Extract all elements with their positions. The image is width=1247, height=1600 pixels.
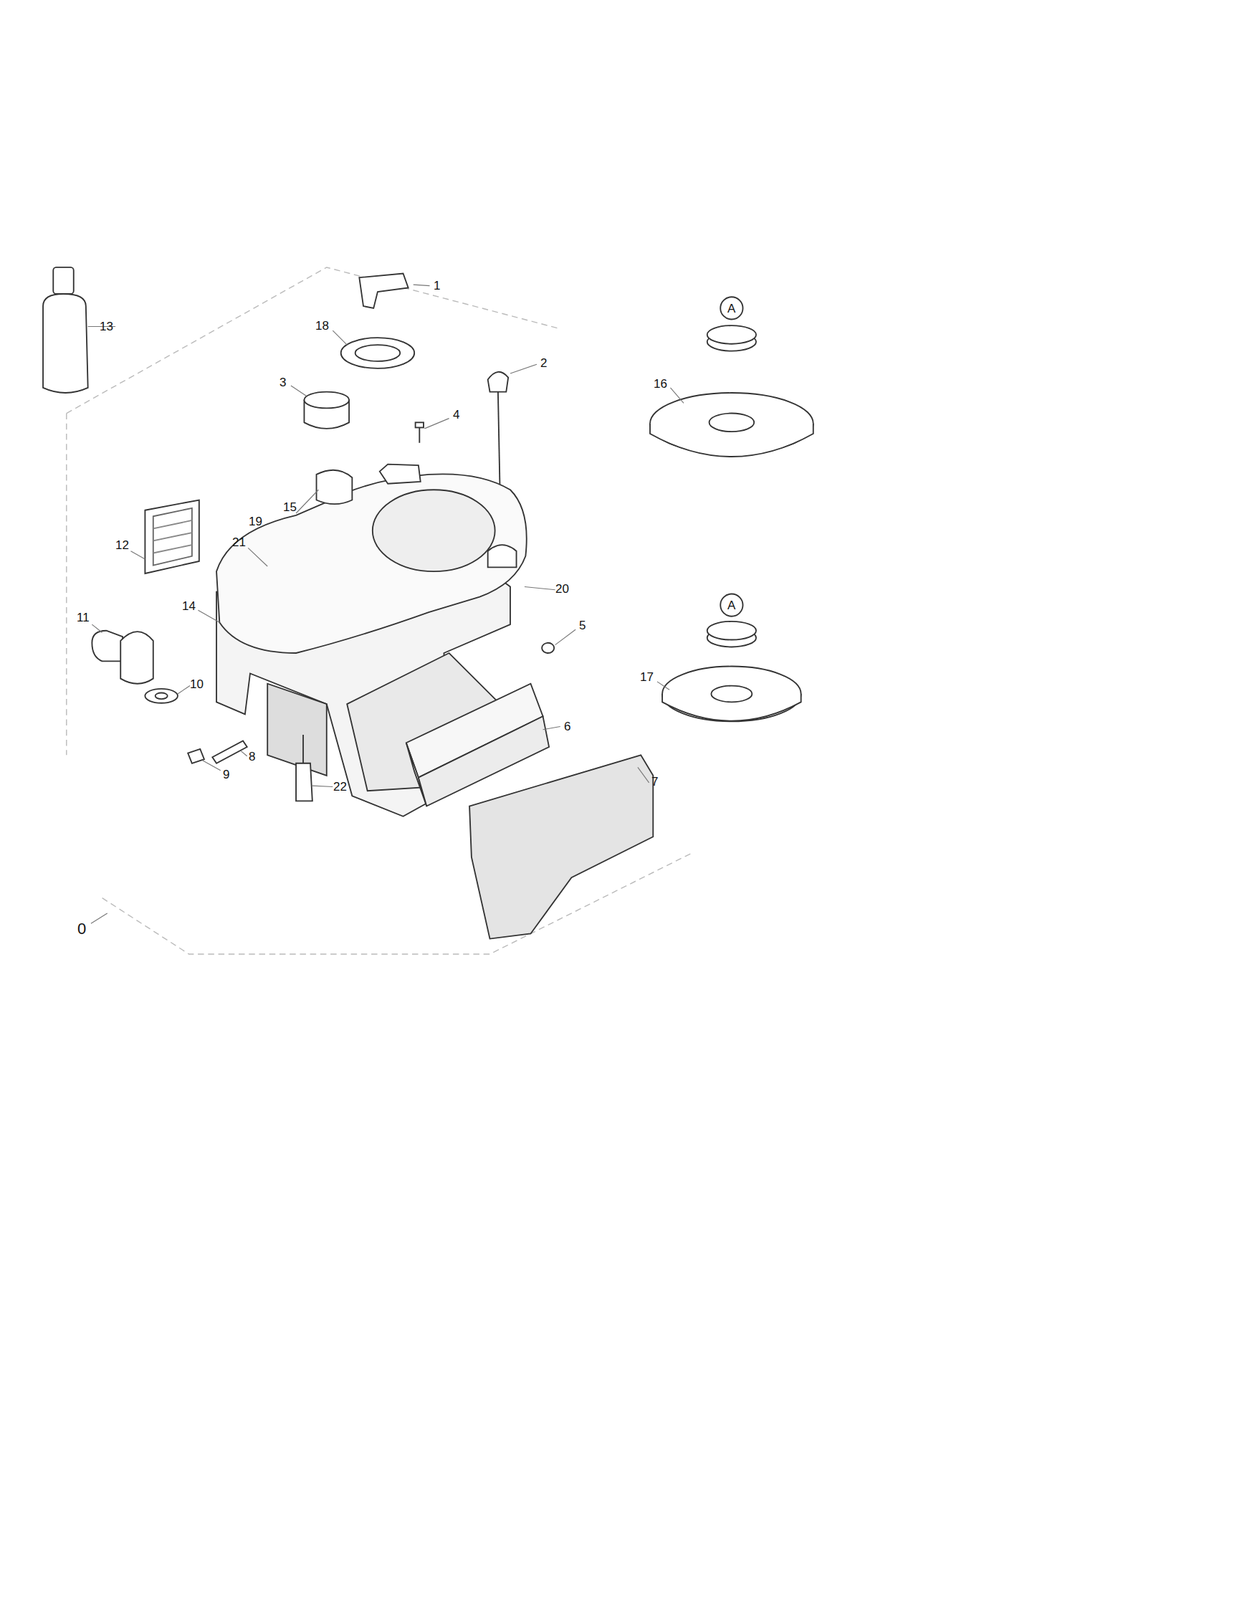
callout-number: 12 xyxy=(115,538,129,552)
callout-number: 17 xyxy=(639,670,654,683)
callout-number: 16 xyxy=(653,377,668,390)
callout-number: 13 xyxy=(99,320,114,333)
callout-number: 19 xyxy=(248,515,263,528)
callout-number: 2 xyxy=(540,356,547,370)
callout-number: 0 xyxy=(77,920,86,937)
callout-number: 10 xyxy=(189,677,204,691)
callout-number: 3 xyxy=(279,376,286,389)
callout-number: 11 xyxy=(76,611,90,624)
callout-number: 6 xyxy=(564,720,571,733)
callout-number: 21 xyxy=(232,536,246,549)
callout-number: 20 xyxy=(555,582,570,595)
callout-number: 4 xyxy=(452,408,460,421)
callout-number: 5 xyxy=(579,619,586,632)
callout-number: 15 xyxy=(283,500,297,514)
callout-number: 22 xyxy=(333,780,347,793)
callout-number: 9 xyxy=(222,768,230,781)
callout-number: 1 xyxy=(433,279,441,292)
callout-number: A xyxy=(727,599,736,612)
callout-number: 14 xyxy=(182,599,196,613)
callout-number: A xyxy=(727,302,736,315)
callout-number: 7 xyxy=(651,775,658,788)
callout-number: 8 xyxy=(248,750,256,763)
callout-number: 18 xyxy=(315,319,329,332)
